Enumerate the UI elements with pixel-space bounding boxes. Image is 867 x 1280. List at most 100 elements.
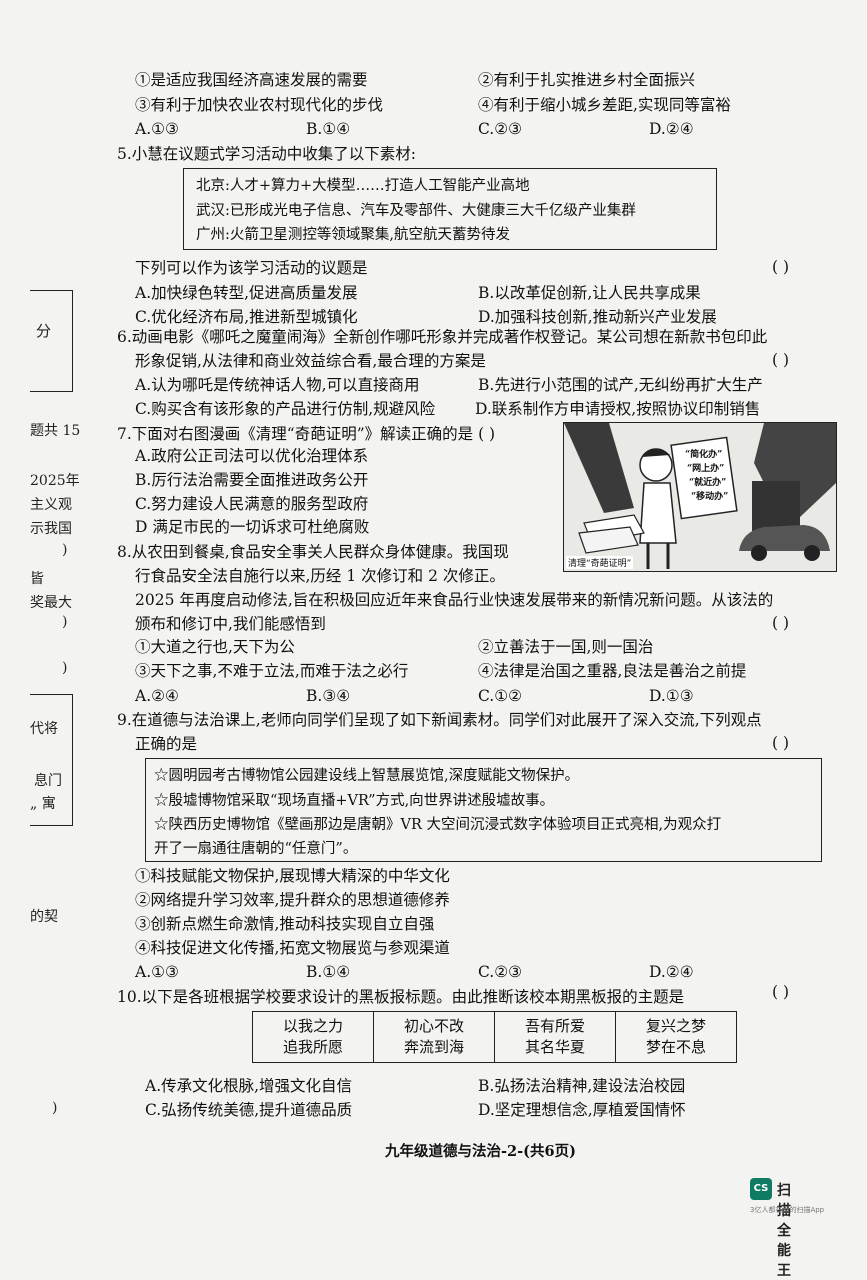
margin-text: ) — [62, 614, 68, 630]
watermark-subtitle: 3亿人都在用的扫描App — [750, 1206, 825, 1214]
q8-stem-line4: 颁布和修订中,我们能感悟到 — [135, 615, 326, 633]
q8-option-b: B.③④ — [306, 687, 351, 705]
cartoon-image: “简化办” “网上办” “就近办” “移动办” 清理“奇葩证明” — [563, 422, 837, 572]
q4-statement-3: ③有利于加快农业农村现代化的步伐 — [135, 96, 384, 114]
q4-option-c: C.②③ — [478, 120, 523, 138]
q8-answer-paren: ( ) — [772, 614, 790, 632]
q5-stem: 5.小慧在议题式学习活动中收集了以下素材: — [117, 145, 417, 163]
q9-news-line: ☆圆明园考古博物馆公园建设线上智慧展览馆,深度赋能文物保护。 — [154, 768, 580, 784]
q5-ask: 下列可以作为该学习活动的议题是 — [135, 259, 368, 277]
q8-option-a: A.②④ — [135, 687, 179, 705]
q10-answer-paren: ( ) — [772, 983, 790, 1001]
sign-text-4: “移动办” — [691, 492, 729, 502]
q9-news-line: 开了一扇通往唐朝的“任意门”。 — [154, 841, 358, 857]
q10-stem: 10.以下是各班根据学校要求设计的黑板报标题。由此推断该校本期黑板报的主题是 — [117, 988, 685, 1006]
sign-text-2: “网上办” — [687, 464, 725, 474]
q5-option-b: B.以改革促创新,让人民共享成果 — [478, 284, 701, 302]
q5-material-line: 北京:人才+算力+大模型……打造人工智能产业高地 — [196, 178, 530, 194]
cartoon-drawing — [564, 423, 836, 569]
margin-text: 分 — [36, 322, 52, 340]
q5-answer-paren: ( ) — [772, 258, 790, 276]
margin-text: 代将 — [30, 721, 58, 737]
q10-option-a: A.传承文化根脉,增强文化自信 — [145, 1077, 353, 1095]
watermark-title: 扫描全能王 — [777, 1183, 791, 1279]
q9-statement-2: ②网络提升学习效率,提升群众的思想道德修养 — [135, 891, 450, 909]
cell-line: 以我之力 — [282, 1017, 343, 1035]
q7-option-d: D 满足市民的一切诉求可杜绝腐败 — [135, 518, 370, 536]
q4-statement-4: ④有利于缩小城乡差距,实现同等富裕 — [478, 96, 731, 114]
exam-page: ①是适应我国经济高速发展的需要 ②有利于扎实推进乡村全面振兴 ③有利于加快农业农… — [30, 71, 837, 1279]
q9-option-c: C.②③ — [478, 963, 523, 981]
q4-statement-1: ①是适应我国经济高速发展的需要 — [135, 71, 368, 89]
margin-text: 的契 — [30, 909, 58, 925]
margin-text: 奖最大 — [30, 595, 72, 611]
cell-line: 梦在不息 — [645, 1038, 706, 1056]
camscanner-logo-icon: CS — [750, 1178, 772, 1200]
q6-option-c: C.购买含有该形象的产品进行仿制,规避风险 — [135, 400, 436, 418]
q8-statement-3: ③天下之事,不难于立法,而难于法之必行 — [135, 662, 409, 680]
margin-text: 示我国 — [30, 521, 72, 537]
cell-line: 复兴之梦 — [645, 1017, 706, 1035]
q4-option-a: A.①③ — [135, 120, 179, 138]
q9-statement-1: ①科技赋能文物保护,展现博大精深的中华文化 — [135, 867, 450, 885]
q6-stem-line2: 形象促销,从法律和商业效益综合看,最合理的方案是 — [135, 352, 486, 370]
cell-line: 其名华夏 — [524, 1038, 585, 1056]
q10-option-c: C.弘扬传统美德,提升道德品质 — [145, 1101, 353, 1119]
q5-option-d: D.加强科技创新,推动新兴产业发展 — [478, 308, 717, 326]
q6-stem-line1: 6.动画电影《哪吒之魔童闹海》全新创作哪吒形象并完成著作权登记。某公司想在新款书… — [117, 328, 768, 346]
cell-line: 奔流到海 — [403, 1038, 464, 1056]
q9-option-d: D.②④ — [649, 963, 694, 981]
q8-stem-line1: 8.从农田到餐桌,食品安全事关人民群众身体健康。我国现 — [117, 543, 509, 561]
margin-score-box — [30, 290, 73, 392]
q9-stem-line2: 正确的是 — [135, 735, 198, 753]
q6-option-d: D.联系制作方申请授权,按照协议印制销售 — [475, 400, 761, 418]
q5-material-line: 武汉:已形成光电子信息、汽车及零部件、大健康三大千亿级产业集群 — [196, 203, 636, 219]
q7-option-c: C.努力建设人民满意的服务型政府 — [135, 495, 369, 513]
margin-text: ) — [52, 1100, 58, 1116]
q7-option-a: A.政府公正司法可以优化治理体系 — [135, 447, 369, 465]
margin-text: 题共 15 — [30, 423, 81, 439]
blackboard-title-cell: 吾有所爱其名华夏 — [494, 1011, 616, 1063]
q9-option-b: B.①④ — [306, 963, 351, 981]
cell-line: 初心不改 — [403, 1017, 464, 1035]
sign-text-3: “就近办” — [689, 478, 727, 488]
blackboard-title-cell: 以我之力追我所愿 — [252, 1011, 374, 1063]
q5-material-line: 广州:火箭卫星测控等领域聚集,航空航天蓄势待发 — [196, 227, 510, 243]
margin-text: 息门 — [34, 773, 62, 789]
q8-option-c: C.①② — [478, 687, 523, 705]
q9-statement-4: ④科技促进文化传播,拓宽文物展览与参观渠道 — [135, 939, 450, 957]
q10-option-b: B.弘扬法治精神,建设法治校园 — [478, 1077, 686, 1095]
q9-news-line: ☆陕西历史博物馆《壁画那边是唐朝》VR 大空间沉浸式数字体验项目正式亮相,为观众… — [154, 817, 722, 833]
q5-material-box: 北京:人才+算力+大模型……打造人工智能产业高地 武汉:已形成光电子信息、汽车及… — [183, 168, 717, 250]
margin-text-box — [30, 694, 73, 826]
q8-stem-line3: 2025 年再度启动修法,旨在积极回应近年来食品行业快速发展带来的新情况新问题。… — [135, 591, 774, 609]
cell-line: 追我所愿 — [282, 1038, 343, 1056]
q8-statement-2: ②立善法于一国,则一国治 — [478, 638, 654, 656]
q8-statement-1: ①大道之行也,天下为公 — [135, 638, 295, 656]
sign-text-1: “简化办” — [685, 450, 723, 460]
q5-option-c: C.优化经济布局,推进新型城镇化 — [135, 308, 358, 326]
q4-option-d: D.②④ — [649, 120, 694, 138]
q7-option-b: B.厉行法治需要全面推进政务公开 — [135, 471, 369, 489]
q8-statement-4: ④法律是治国之重器,良法是善治之前提 — [478, 662, 747, 680]
blackboard-title-cell: 复兴之梦梦在不息 — [615, 1011, 737, 1063]
q7-stem: 7.下面对右图漫画《清理“奇葩证明”》解读正确的是 ( ) — [117, 425, 496, 443]
q9-answer-paren: ( ) — [772, 734, 790, 752]
q9-stem-line1: 9.在道德与法治课上,老师向同学们呈现了如下新闻素材。同学们对此展开了深入交流,… — [117, 711, 762, 729]
margin-text: 2025年 — [30, 473, 80, 489]
cell-line: 吾有所爱 — [524, 1017, 585, 1035]
q4-option-b: B.①④ — [306, 120, 351, 138]
q8-option-d: D.①③ — [649, 687, 694, 705]
margin-text: ) — [62, 542, 68, 558]
q5-option-a: A.加快绿色转型,促进高质量发展 — [135, 284, 358, 302]
margin-text: 皆 — [30, 571, 44, 587]
q10-option-d: D.坚定理想信念,厚植爱国情怀 — [478, 1101, 686, 1119]
q4-statement-2: ②有利于扎实推进乡村全面振兴 — [478, 71, 696, 89]
q9-news-line: ☆殷墟博物馆采取“现场直播+VR”方式,向世界讲述殷墟故事。 — [154, 793, 555, 809]
cartoon-caption: 清理“奇葩证明” — [566, 556, 634, 569]
margin-text: 主义观 — [30, 497, 72, 513]
q6-option-a: A.认为哪吒是传统神话人物,可以直接商用 — [135, 376, 420, 394]
blackboard-titles-table: 以我之力追我所愿 初心不改奔流到海 吾有所爱其名华夏 复兴之梦梦在不息 — [252, 1011, 737, 1063]
margin-text: ) — [62, 660, 68, 676]
q6-answer-paren: ( ) — [772, 351, 790, 369]
